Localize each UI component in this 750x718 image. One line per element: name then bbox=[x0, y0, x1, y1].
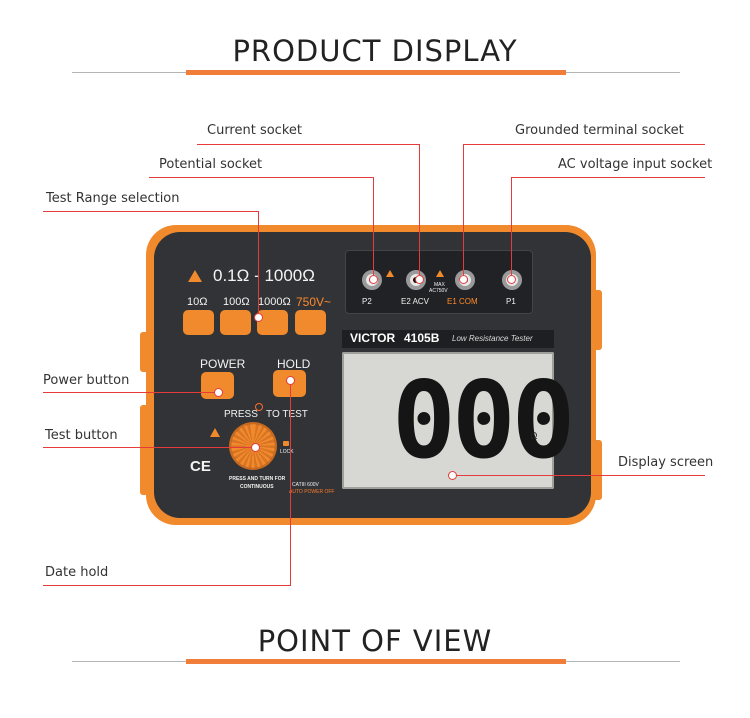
leader-current-socket-drop bbox=[419, 144, 420, 276]
range-label-10: 10Ω bbox=[187, 296, 208, 308]
marker-date-hold bbox=[286, 376, 295, 385]
ce-mark: CE bbox=[190, 458, 211, 475]
hold-label: HOLD bbox=[277, 357, 311, 371]
socket-label-e2-acv: E2 ACV bbox=[401, 297, 430, 306]
display-value: 000 bbox=[392, 359, 575, 482]
range-key-750v[interactable] bbox=[295, 310, 326, 335]
leader-ac-voltage-drop bbox=[511, 177, 512, 276]
callout-test-range-selection: Test Range selection bbox=[46, 191, 180, 206]
marker-grounded-terminal bbox=[459, 275, 468, 284]
range-key-10[interactable] bbox=[183, 310, 214, 335]
marker-display-screen bbox=[448, 471, 457, 480]
leader-grounded-terminal-drop bbox=[463, 144, 464, 276]
test-warning-icon bbox=[210, 428, 220, 437]
side-clip-left-lower bbox=[140, 405, 150, 495]
model-subtitle: Low Resistance Tester bbox=[452, 334, 533, 343]
lock-label: LOCK bbox=[280, 449, 294, 455]
callout-test-button: Test button bbox=[45, 428, 118, 443]
callout-date-hold: Date hold bbox=[45, 565, 109, 580]
brand-bar bbox=[342, 330, 554, 348]
callout-grounded-terminal-socket: Grounded terminal socket bbox=[515, 123, 684, 138]
socket-warning-icon-2 bbox=[436, 270, 444, 277]
leader-test-range bbox=[43, 211, 259, 212]
model-number: 4105B bbox=[404, 331, 440, 345]
callout-current-socket: Current socket bbox=[207, 123, 302, 138]
range-label-100: 100Ω bbox=[223, 296, 250, 308]
range-key-100[interactable] bbox=[220, 310, 251, 335]
leader-display-screen bbox=[452, 475, 705, 476]
lock-icon bbox=[283, 441, 289, 446]
display-unit: Ω bbox=[530, 431, 538, 442]
range-label-1000: 1000Ω bbox=[258, 296, 291, 308]
display-screen bbox=[342, 352, 554, 489]
callout-ac-voltage-input-socket: AC voltage input socket bbox=[558, 157, 713, 172]
leader-power-button bbox=[43, 392, 218, 393]
marker-test-button bbox=[251, 443, 260, 452]
leader-potential-socket bbox=[149, 177, 374, 178]
socket-max-value: AC750V bbox=[429, 288, 448, 294]
callout-display-screen: Display screen bbox=[618, 455, 714, 470]
cat-rating: CATIII 600V bbox=[292, 482, 319, 488]
continuous-label: CONTINUOUS bbox=[240, 484, 274, 490]
socket-warning-icon bbox=[386, 270, 394, 277]
bottom-heading-accent-bar bbox=[186, 659, 566, 664]
socket-label-p2: P2 bbox=[362, 297, 372, 306]
marker-potential-socket bbox=[369, 275, 378, 284]
side-clip-right-lower bbox=[592, 440, 602, 500]
callout-potential-socket: Potential socket bbox=[159, 157, 263, 172]
auto-power-off: AUTO POWER OFF bbox=[289, 489, 335, 495]
leader-current-socket bbox=[197, 144, 420, 145]
leader-test-button bbox=[43, 447, 255, 448]
leader-ac-voltage bbox=[511, 177, 705, 178]
heading-product-display: PRODUCT DISPLAY bbox=[232, 34, 518, 68]
socket-max-label: MAX bbox=[434, 282, 445, 288]
marker-test-range bbox=[254, 313, 263, 322]
socket-label-p1: P1 bbox=[506, 297, 516, 306]
side-clip-left bbox=[140, 332, 150, 372]
marker-power-button bbox=[214, 388, 223, 397]
range-title: 0.1Ω - 1000Ω bbox=[213, 266, 315, 285]
power-label: POWER bbox=[200, 357, 246, 371]
heading-accent-bar bbox=[186, 70, 566, 75]
press-turn-label: PRESS AND TURN FOR bbox=[229, 476, 286, 482]
socket-label-e1-com: E1 COM bbox=[447, 297, 478, 306]
test-indicator-icon bbox=[255, 403, 263, 411]
leader-grounded-terminal bbox=[463, 144, 705, 145]
marker-current-socket bbox=[415, 275, 424, 284]
side-clip-right bbox=[592, 290, 602, 350]
leader-date-hold-rise bbox=[290, 380, 291, 586]
warning-icon bbox=[188, 270, 202, 282]
press-to-test-label: PRESS TO TEST bbox=[224, 409, 308, 420]
leader-test-range-drop bbox=[258, 211, 259, 314]
callout-power-button: Power button bbox=[43, 373, 130, 388]
marker-ac-voltage bbox=[507, 275, 516, 284]
leader-date-hold bbox=[43, 585, 291, 586]
leader-potential-socket-drop bbox=[373, 177, 374, 276]
range-label-750v: 750V~ bbox=[296, 295, 332, 309]
brand-logo: VICTOR bbox=[350, 331, 396, 345]
heading-point-of-view: POINT OF VIEW bbox=[257, 624, 493, 658]
